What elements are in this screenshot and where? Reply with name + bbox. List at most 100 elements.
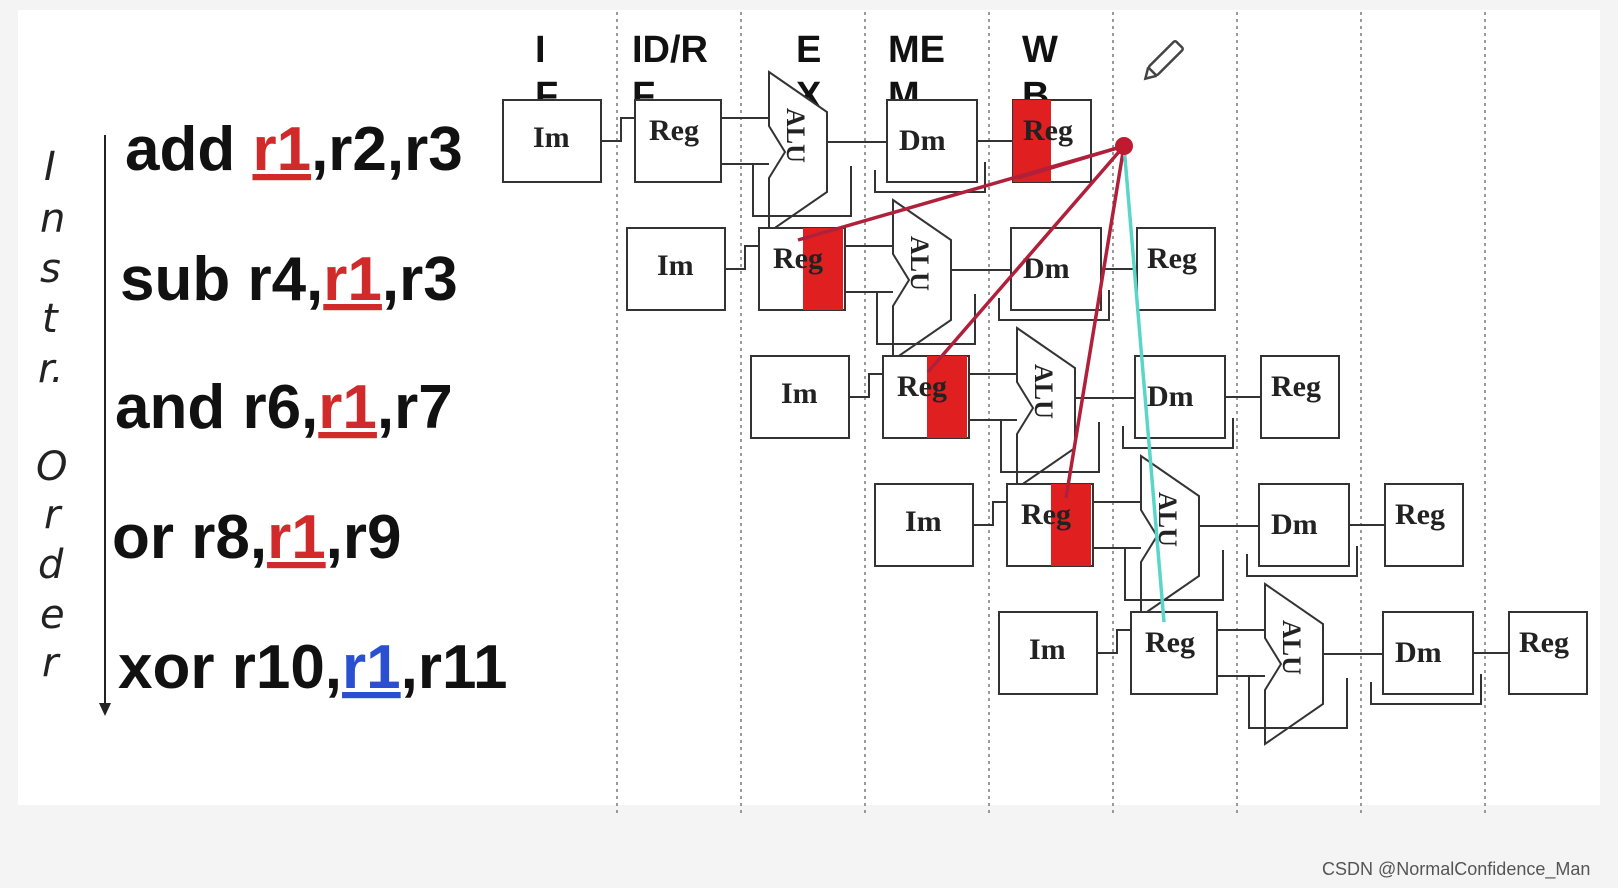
- instruction-text: ,r2,r3: [311, 115, 463, 184]
- pencil-tip: [1143, 67, 1157, 81]
- connector: [725, 245, 759, 270]
- dm-block: [1134, 355, 1226, 439]
- register-r1: r1: [252, 115, 311, 184]
- alu-block: [1016, 326, 1076, 490]
- alu-block: [768, 70, 828, 234]
- im-label: Im: [781, 377, 818, 410]
- connector: [973, 501, 1007, 526]
- instruction-5: xor r10,r1,r11: [118, 633, 508, 702]
- instruction-text: xor r10,: [118, 633, 342, 702]
- alu-block: [1140, 454, 1200, 618]
- reg-block-id: [1130, 611, 1218, 695]
- stage-label: W: [1022, 29, 1058, 71]
- stage-label: E: [796, 29, 821, 71]
- instruction-text: ,r7: [377, 373, 453, 442]
- write-point-dot: [1115, 137, 1133, 155]
- reg-label: Reg: [1147, 242, 1197, 275]
- dm-block: [1010, 227, 1102, 311]
- alu-label: ALU: [1029, 364, 1058, 419]
- reg-label: Reg: [1395, 498, 1445, 531]
- instruction-text: add: [125, 115, 252, 184]
- reg-label: Reg: [1519, 626, 1569, 659]
- instruction-text: ,r9: [326, 503, 402, 572]
- reg-label: Reg: [1021, 498, 1071, 531]
- alu-label: ALU: [781, 108, 810, 163]
- connector: [601, 117, 635, 142]
- register-r1: r1: [267, 503, 326, 572]
- reg-label: Reg: [1145, 626, 1195, 659]
- im-label: Im: [1029, 633, 1066, 666]
- stage-label: ME: [888, 29, 945, 71]
- bypass-path: [874, 162, 986, 193]
- alu-block: [1264, 582, 1324, 746]
- im-block: [502, 99, 602, 183]
- reg-read-highlight: [803, 228, 843, 310]
- dm-block: [1382, 611, 1474, 695]
- pipeline-row-3: Im Reg ALU Dm Reg: [750, 326, 1340, 490]
- reg-block-id: [634, 99, 722, 183]
- reg-label: Reg: [649, 114, 699, 147]
- bypass-path: [1124, 548, 1224, 601]
- reg-block-wb: [1136, 227, 1216, 311]
- instr-order-label: e: [40, 592, 65, 638]
- connector: [1097, 629, 1131, 654]
- bypass-path: [1000, 420, 1100, 473]
- pipeline-row-5: Im Reg ALU Dm Reg: [998, 582, 1588, 746]
- im-block: [874, 483, 974, 567]
- reg-label: Reg: [773, 242, 823, 275]
- instruction-2: sub r4,r1,r3: [120, 245, 458, 314]
- dm-block: [886, 99, 978, 183]
- instr-order-label: s: [40, 246, 61, 292]
- dm-label: Dm: [1395, 636, 1442, 669]
- reg-block-wb: [1384, 483, 1464, 567]
- instruction-1: add r1,r2,r3: [125, 115, 463, 184]
- instr-order-label: n: [40, 196, 65, 242]
- instr-order-label: r: [42, 640, 61, 686]
- dm-label: Dm: [1147, 380, 1194, 413]
- instruction-text: or r8,: [112, 503, 267, 572]
- register-r1: r1: [323, 245, 382, 314]
- reg-block-wb: [1260, 355, 1340, 439]
- alu-block: [892, 198, 952, 362]
- bypass-path: [752, 164, 852, 217]
- alu-label: ALU: [1277, 620, 1306, 675]
- alu-label: ALU: [905, 236, 934, 291]
- reg-label: Reg: [1271, 370, 1321, 403]
- instruction-3: and r6,r1,r7: [115, 373, 453, 442]
- bypass-path: [1122, 418, 1234, 449]
- forwarding-line: [797, 144, 1125, 242]
- forwarding-line: [1064, 145, 1126, 499]
- dm-label: Dm: [1271, 508, 1318, 541]
- instr-order-label: r.: [38, 346, 64, 392]
- connector: [849, 373, 883, 398]
- im-block: [750, 355, 850, 439]
- forwarding-lines: [797, 137, 1166, 623]
- instruction-4: or r8,r1,r9: [112, 503, 402, 572]
- bypass-path: [1370, 674, 1482, 705]
- instruction-text: ,r11: [401, 633, 508, 702]
- pencil-icon: [1143, 40, 1184, 81]
- instr-order-label: O: [36, 444, 67, 490]
- instr-order-label: d: [38, 542, 64, 588]
- reg-label: Reg: [897, 370, 947, 403]
- im-block: [998, 611, 1098, 695]
- reg-read-highlight: [1051, 484, 1091, 566]
- stage-label: I: [535, 29, 546, 71]
- instruction-text: ,r3: [382, 245, 458, 314]
- pencil-body: [1147, 40, 1184, 77]
- reg-label: Reg: [1023, 114, 1073, 147]
- resolved-forward-line: [1122, 145, 1166, 623]
- dm-label: Dm: [1023, 252, 1070, 285]
- dm-label: Dm: [899, 124, 946, 157]
- pipeline-row-2: Im Reg ALU Dm Reg: [626, 198, 1216, 362]
- im-label: Im: [905, 505, 942, 538]
- dm-block: [1258, 483, 1350, 567]
- order-axis-arrow: [99, 703, 111, 716]
- im-label: Im: [657, 249, 694, 282]
- instruction-text: and r6,: [115, 373, 318, 442]
- register-r1: r1: [318, 373, 377, 442]
